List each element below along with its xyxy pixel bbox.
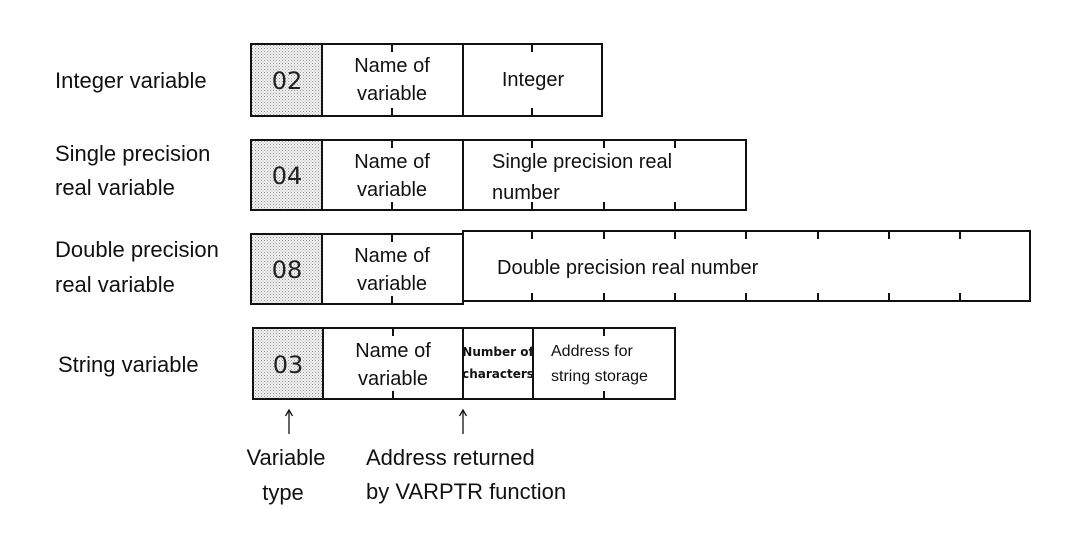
name-line-2: variable	[357, 83, 427, 105]
count-line-2: characters	[462, 367, 534, 381]
type-cell	[250, 233, 323, 305]
value-line-1: Single precision real	[492, 151, 672, 173]
label-line-2: real variable	[55, 272, 175, 297]
label-line-2: real variable	[55, 175, 175, 200]
address-line-1: Address for	[551, 343, 633, 360]
name-cell	[322, 327, 464, 400]
annotation-variable-type: Variable type	[246, 408, 326, 505]
address-returned-line-2: by VARPTR function	[366, 479, 566, 504]
value-cell	[462, 43, 603, 117]
value-line-2: number	[492, 182, 560, 204]
type-code: 03	[273, 351, 304, 379]
type-code: 08	[272, 256, 303, 284]
address-line-2: string storage	[551, 368, 648, 385]
name-line-1: Name of	[354, 245, 430, 267]
row-double-precision: Double precision real variable 08 Name o…	[55, 230, 1031, 305]
name-line-2: variable	[357, 179, 427, 201]
value-text: Double precision real number	[497, 257, 759, 279]
label-string-variable: String variable	[58, 352, 199, 377]
arrowhead-icon	[284, 408, 294, 417]
variable-type-line-1: Variable	[246, 445, 325, 470]
value-text: Integer	[502, 69, 565, 91]
name-line-1: Name of	[355, 340, 431, 362]
row-string: String variable 03 Name of variable Numb…	[58, 327, 676, 400]
annotation-address-returned: Address returned by VARPTR function	[366, 408, 566, 504]
address-cell	[532, 327, 676, 400]
type-cell	[252, 327, 324, 400]
value-cell	[462, 230, 1031, 302]
arrowhead-icon	[458, 408, 468, 417]
count-cell	[462, 327, 534, 400]
name-line-2: variable	[358, 368, 428, 390]
type-code: 04	[272, 162, 303, 190]
type-cell	[250, 43, 323, 117]
label-line-1: Double precision	[55, 237, 219, 262]
label-integer-variable: Integer variable	[55, 68, 207, 93]
address-returned-line-1: Address returned	[366, 445, 535, 470]
name-line-1: Name of	[354, 55, 430, 77]
name-line-2: variable	[357, 273, 427, 295]
type-code: 02	[272, 67, 303, 95]
count-line-1: Number of	[462, 345, 534, 359]
row-single-precision: Single precision real variable 04 Name o…	[55, 139, 747, 211]
name-line-1: Name of	[354, 151, 430, 173]
value-cell	[462, 139, 747, 211]
label-line-1: Single precision	[55, 141, 210, 166]
variable-type-line-2: type	[262, 480, 304, 505]
name-cell	[321, 43, 464, 117]
row-integer: Integer variable 02 Name of variable Int…	[55, 43, 603, 117]
type-cell	[250, 139, 323, 211]
